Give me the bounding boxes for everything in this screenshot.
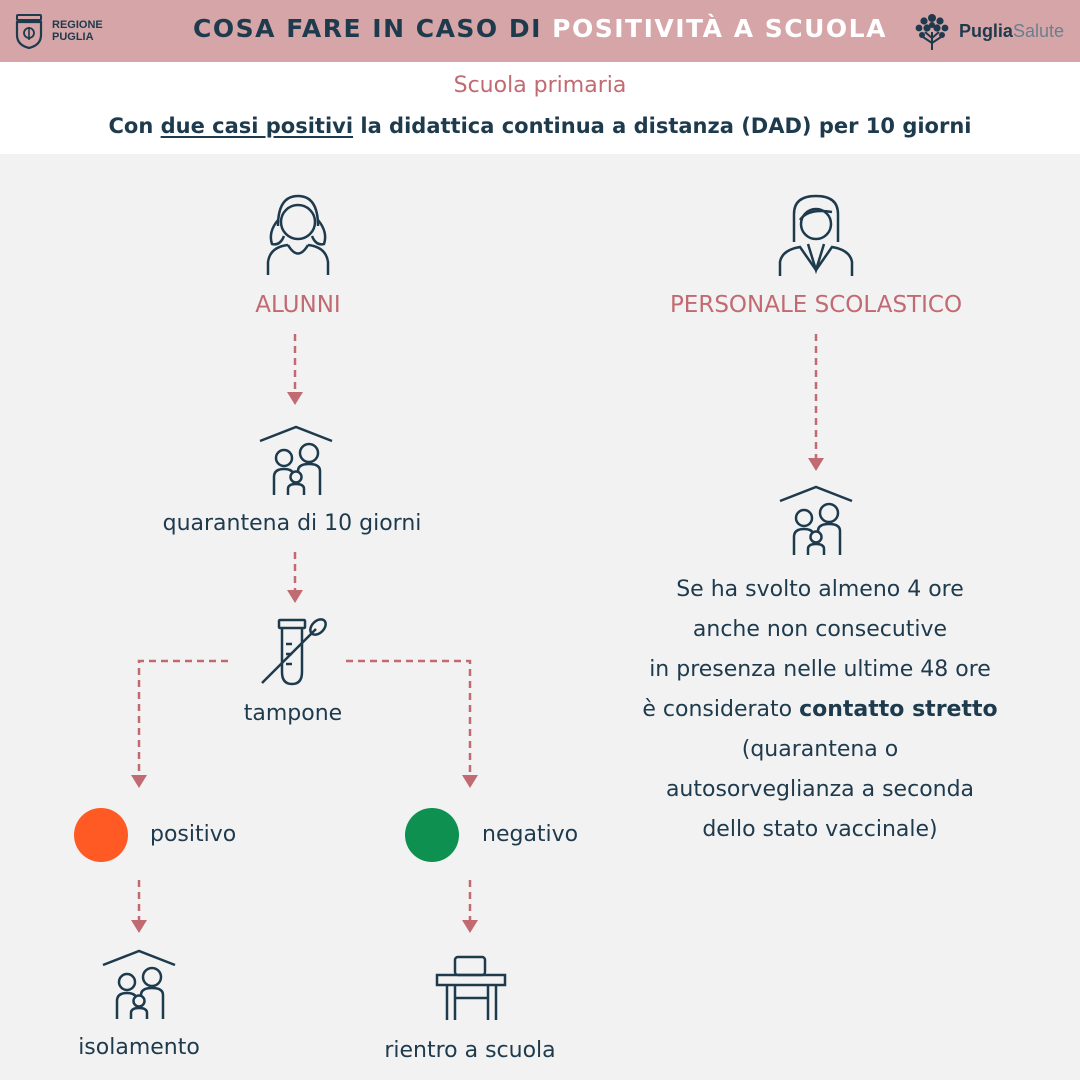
regione-crest-icon — [15, 14, 43, 49]
regione-puglia-logo: REGIONE PUGLIA — [14, 10, 103, 52]
personale-line-4: è considerato contatto stretto — [642, 697, 998, 722]
school-level: Scuola primaria — [453, 73, 627, 98]
school-desk-icon — [435, 955, 507, 1020]
arrowheads — [131, 392, 824, 933]
personale-title: PERSONALE SCOLASTICO — [669, 292, 963, 318]
personale-line-1: Se ha svolto almeno 4 ore — [676, 577, 964, 602]
positive-label: positivo — [150, 822, 237, 847]
family-home-icon — [258, 425, 334, 497]
personale-line-2: anche non consecutive — [692, 617, 948, 642]
headline: Con due casi positivi la didattica conti… — [108, 114, 972, 138]
title-part-2: POSITIVITÀ A SCUOLA — [552, 14, 887, 43]
title-part-1: COSA FARE IN CASO DI — [193, 14, 553, 43]
swab-label: tampone — [243, 701, 343, 726]
swab-test-tube-icon — [261, 618, 327, 686]
puglia-tree-icon — [915, 14, 949, 50]
headline-underlined: due casi positivi — [160, 114, 354, 138]
personale-description: Se ha svolto almeno 4 ore anche non cons… — [620, 570, 1020, 850]
quarantine-label: quarantena di 10 giorni — [162, 511, 422, 536]
family-home-icon — [101, 949, 177, 1021]
negative-status-dot — [405, 808, 459, 862]
regione-puglia-wordmark: REGIONE PUGLIA — [52, 19, 103, 43]
close-contact-emphasis: contatto stretto — [799, 697, 998, 722]
alunni-title: ALUNNI — [255, 292, 341, 318]
family-home-icon — [778, 485, 854, 557]
connectors — [137, 334, 818, 920]
negative-label: negativo — [482, 822, 579, 847]
woman-staff-icon — [778, 194, 854, 276]
personale-line-6: autosorveglianza a seconda — [665, 777, 975, 802]
subheader: Scuola primaria Con due casi positivi la… — [0, 62, 1080, 154]
header-band: REGIONE PUGLIA COSA FARE IN CASO DI POSI… — [0, 0, 1080, 62]
page-title: COSA FARE IN CASO DI POSITIVITÀ A SCUOLA — [150, 14, 930, 43]
personale-line-3: in presenza nelle ultime 48 ore — [649, 657, 991, 682]
return-label: rientro a scuola — [384, 1038, 556, 1063]
girl-student-icon — [266, 194, 330, 275]
personale-line-7: dello stato vaccinale) — [702, 817, 938, 842]
personale-line-5: (quarantena o — [741, 737, 899, 762]
positive-status-dot — [74, 808, 128, 862]
puglia-salute-wordmark: PugliaSalute — [958, 20, 1064, 41]
puglia-salute-logo: PugliaSalute — [911, 8, 1064, 54]
isolation-label: isolamento — [78, 1035, 200, 1060]
